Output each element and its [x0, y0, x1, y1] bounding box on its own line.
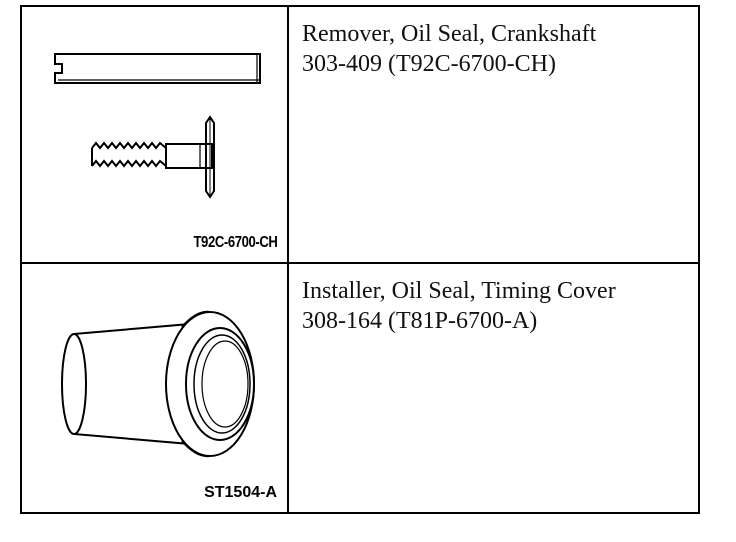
tool-description-cell: Installer, Oil Seal, Timing Cover 308-16… — [289, 264, 698, 512]
tool-illustration-cell: ST1504-A — [22, 264, 289, 512]
special-tools-table: T92C-6700-CH Remover, Oil Seal, Cranksha… — [20, 5, 700, 514]
illustration-code: ST1504-A — [204, 484, 277, 501]
timing-cover-oil-seal-installer-icon — [61, 310, 255, 458]
tool-number: 303-409 (T92C-6700-CH) — [302, 51, 556, 77]
tool-row: ST1504-A Installer, Oil Seal, Timing Cov… — [22, 264, 698, 512]
crankshaft-oil-seal-remover-icon — [54, 53, 261, 199]
tool-name: Installer, Oil Seal, Timing Cover — [302, 278, 616, 304]
tool-illustration-cell: T92C-6700-CH — [22, 7, 289, 262]
tool-name: Remover, Oil Seal, Crankshaft — [302, 21, 597, 47]
tool-number: 308-164 (T81P-6700-A) — [302, 308, 538, 334]
illustration-code: T92C-6700-CH — [192, 234, 277, 251]
tool-description-cell: Remover, Oil Seal, Crankshaft 303-409 (T… — [289, 7, 698, 262]
tool-row: T92C-6700-CH Remover, Oil Seal, Cranksha… — [22, 7, 698, 264]
